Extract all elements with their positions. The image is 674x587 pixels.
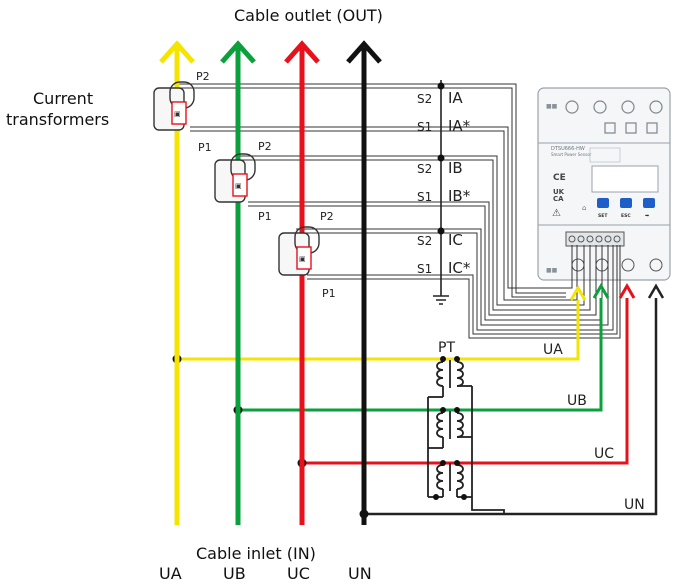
ct-secondary-wiring [178,83,621,339]
label-ia: IA [448,89,463,107]
potential-transformer [427,359,505,514]
svg-text:⌂: ⌂ [582,204,586,212]
label-p1-c: P1 [322,287,336,300]
label-uc-right: UC [594,446,614,462]
current-transformer-b: ▣ [214,153,256,203]
warning-icon: ⚠ [552,208,561,219]
label-p2-a: P2 [196,70,210,83]
set-button [597,198,609,208]
conductor-uc [284,40,320,525]
inlet-label-ub: UB [223,564,246,583]
ct-common-ground [433,80,449,305]
esc-button [620,198,632,208]
inlet-label-ua: UA [159,564,182,583]
label-ib-star: IB* [448,187,471,205]
conductor-un [346,40,382,525]
svg-text:ESC: ESC [621,213,631,219]
label-ub-right: UB [567,393,587,409]
svg-text:DTSU666-HW: DTSU666-HW [551,146,585,152]
svg-text:▣: ▣ [235,182,242,190]
svg-text:■■: ■■ [546,267,558,274]
label-s2-c: S2 [417,234,432,248]
label-p1-a: P1 [198,141,212,154]
current-transformers-label-line1: Current [33,89,94,108]
energy-meter: ■■ DTSU666-HW Smart Power Sensor CE UK C… [537,87,671,281]
svg-text:➡: ➡ [645,213,650,219]
label-ib: IB [448,159,463,177]
label-s2-a: S2 [417,92,432,106]
svg-text:▣: ▣ [299,255,306,263]
label-p2-b: P2 [258,140,272,153]
label-ic: IC [448,231,463,249]
label-ic-star: IC* [448,259,471,277]
label-s2-b: S2 [417,162,432,176]
label-s1-b: S1 [417,190,432,204]
label-p1-b: P1 [258,210,272,223]
pt-label: PT [438,340,455,356]
label-un-right: UN [624,497,645,513]
current-transformer-c: ▣ [278,226,320,276]
conductor-ub [220,40,256,525]
next-button [643,198,655,208]
current-transformers-label-line2: transformers [6,110,110,129]
inlet-label-un: UN [348,564,372,583]
svg-text:▣: ▣ [174,110,181,118]
svg-text:■■: ■■ [546,103,558,110]
svg-text:Smart Power Sensor: Smart Power Sensor [551,152,592,157]
ukca-mark: UK [553,188,565,196]
label-s1-a: S1 [417,120,432,134]
label-ua-right: UA [543,342,563,358]
label-s1-c: S1 [417,262,432,276]
label-p2-c: P2 [320,210,334,223]
svg-text:SET: SET [598,213,608,219]
inlet-label-uc: UC [287,564,310,583]
label-ia-star: IA* [448,117,471,135]
current-transformer-a: ▣ [153,81,195,131]
cable-outlet-label: Cable outlet (OUT) [234,6,383,25]
voltage-wire-ua [172,285,587,364]
svg-text:CA: CA [553,195,564,203]
ce-mark: CE [553,173,566,183]
cable-inlet-label: Cable inlet (IN) [196,544,316,563]
voltage-wire-uc [297,283,636,468]
